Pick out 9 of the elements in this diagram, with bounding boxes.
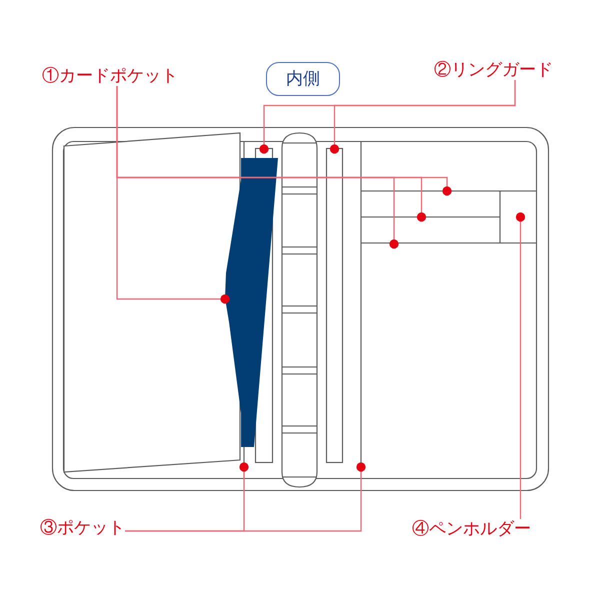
leader-line <box>516 212 526 519</box>
part-label: ②リングガード <box>434 60 553 80</box>
leader-line <box>330 80 516 154</box>
part-label: ③ポケット <box>40 518 125 538</box>
leader-line <box>125 462 366 532</box>
leader-line <box>116 86 399 249</box>
part-label: ④ペンホルダー <box>412 519 531 539</box>
view-badge: 内側 <box>266 62 340 96</box>
part-label: ①カードポケット <box>42 66 178 86</box>
